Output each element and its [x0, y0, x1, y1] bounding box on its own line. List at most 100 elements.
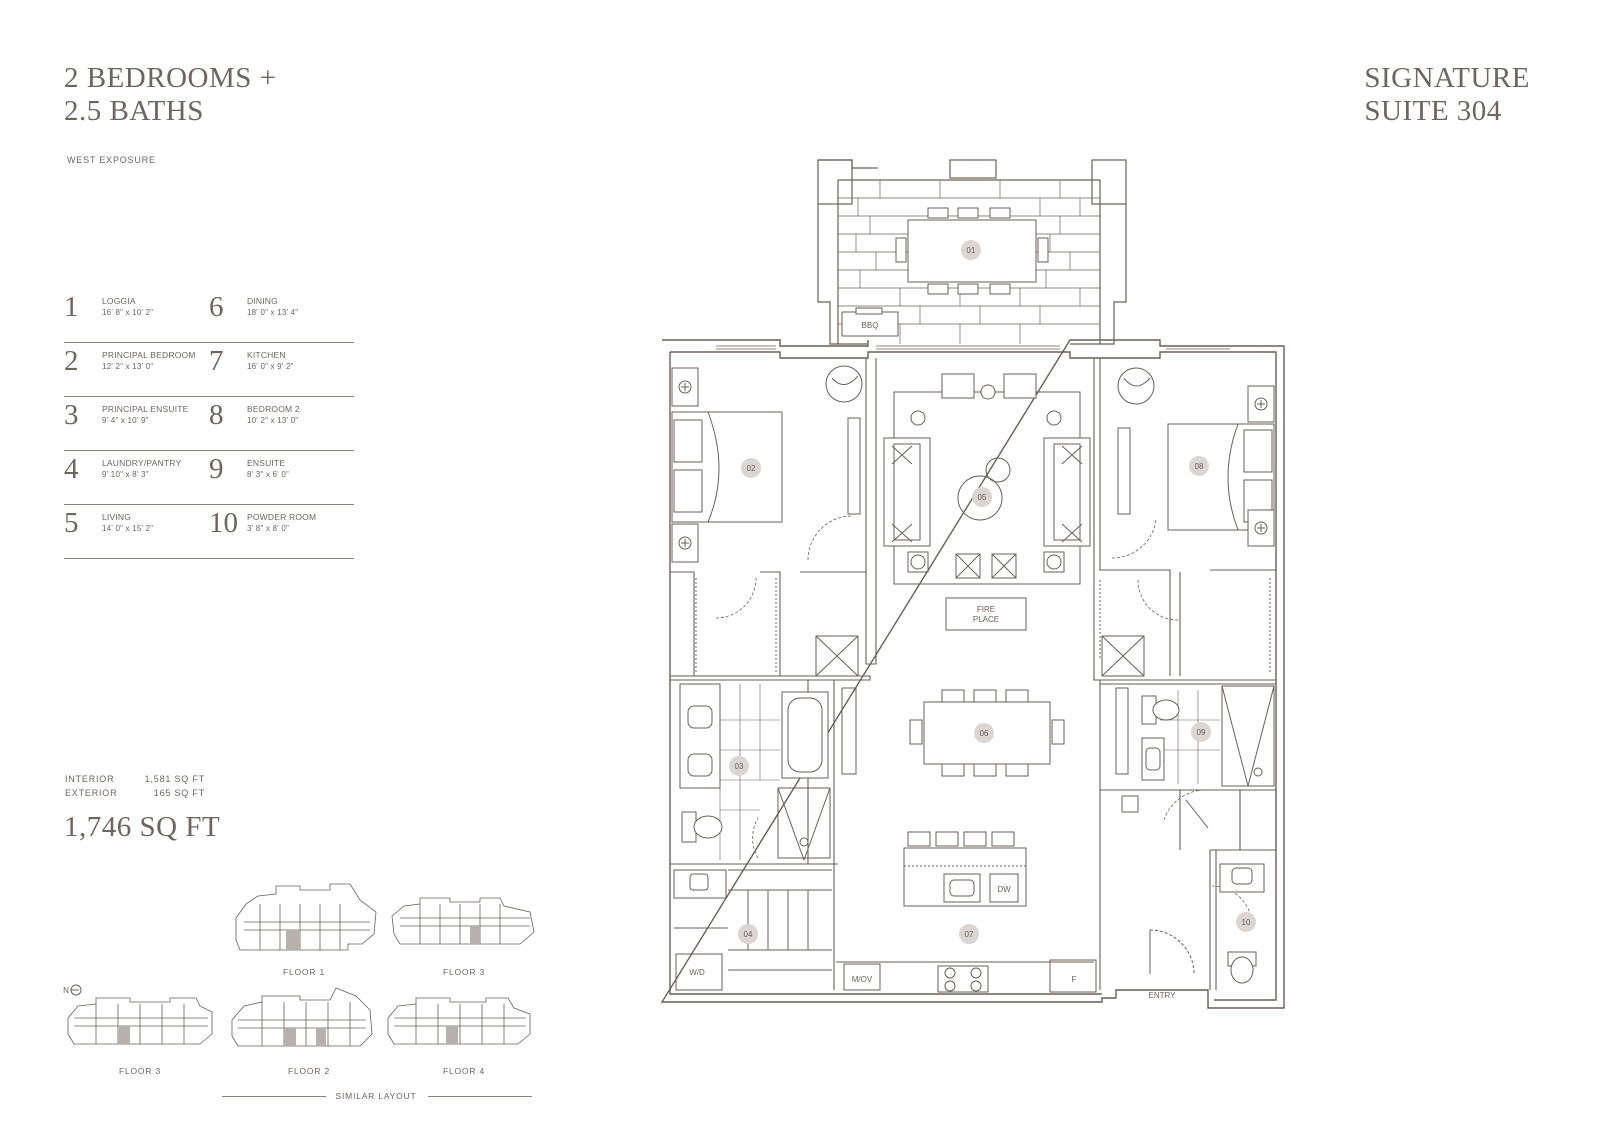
bbq-grill	[841, 307, 899, 337]
room-dimensions: 16' 0" x 9' 2"	[247, 362, 294, 371]
dresser-bedroom-2	[1117, 427, 1131, 515]
living-sofa-left	[883, 437, 931, 547]
key-plan-floor-4	[387, 997, 531, 1045]
windows	[716, 345, 1230, 350]
room-marker-08	[1189, 456, 1209, 476]
dining-table	[909, 689, 1065, 777]
room-number: 4	[64, 453, 79, 485]
principal-shower	[777, 787, 831, 861]
dishwasher-label: DW	[997, 885, 1011, 894]
similar-layout-rule-right	[428, 1096, 532, 1097]
room-name: KITCHEN	[247, 350, 286, 360]
laundry-pantry	[673, 869, 832, 991]
room-number: 9	[209, 453, 224, 485]
exterior-label: EXTERIOR	[65, 788, 118, 798]
room-label-08: 08	[1195, 462, 1204, 471]
room-name: PRINCIPAL BEDROOM	[102, 350, 196, 360]
legend-item-bedroom-2: 8 BEDROOM 2 10' 2" x 13' 0"	[209, 397, 354, 450]
room-number: 1	[64, 291, 79, 323]
total-area: 1,746 SQ FT	[64, 811, 221, 843]
unit-type-line1: 2 BEDROOMS +	[64, 62, 277, 94]
closet-principal	[815, 635, 859, 677]
entry-door	[1149, 929, 1195, 975]
ensuite-2-vanity	[1141, 737, 1165, 781]
key-plan-floor-2	[231, 987, 373, 1047]
room-marker-07	[959, 924, 979, 944]
armchair-principal	[825, 365, 863, 403]
kitchen-counter	[836, 959, 1097, 993]
key-plan-floor-4-label: FLOOR 4	[443, 1066, 485, 1076]
key-plan-floor-3-bottom-label: FLOOR 3	[119, 1066, 161, 1076]
room-name: PRINCIPAL ENSUITE	[102, 404, 189, 414]
fireplace-label-line2: PLACE	[973, 615, 999, 624]
suite-line2: SUITE 304	[1364, 95, 1502, 127]
art-niches	[841, 687, 1129, 775]
room-number: 6	[209, 291, 224, 323]
room-label-05: 05	[978, 493, 987, 502]
room-marker-02	[741, 458, 761, 478]
room-name: DINING	[247, 296, 278, 306]
washer-dryer-label: W/D	[689, 968, 705, 977]
similar-layout-label: SIMILAR LAYOUT	[335, 1091, 417, 1101]
exterior-walls	[660, 339, 1285, 1009]
room-name: LAUNDRY/PANTRY	[102, 458, 182, 468]
room-markers	[729, 240, 1256, 944]
room-name: LOGGIA	[102, 296, 136, 306]
dresser-principal	[847, 417, 861, 515]
powder-room	[1219, 863, 1265, 984]
room-label-10: 10	[1242, 918, 1251, 927]
ensuite-2-shower	[1221, 685, 1275, 787]
coffee-table	[957, 457, 1011, 521]
fridge-label: F	[1072, 975, 1077, 984]
room-marker-09	[1191, 722, 1211, 742]
nightstands-bedroom-2	[1247, 385, 1275, 547]
room-dimensions: 3' 8" x 8' 0"	[247, 524, 290, 533]
nightstands-principal	[671, 367, 699, 563]
suite-line1: SIGNATURE	[1364, 62, 1530, 94]
interior-label: INTERIOR	[65, 774, 115, 784]
room-number: 8	[209, 399, 224, 431]
similar-layout-rule-left	[222, 1096, 326, 1097]
entry-closet	[1121, 795, 1209, 829]
unit-type-line2: 2.5 BATHS	[64, 95, 204, 127]
room-name: ENSUITE	[247, 458, 286, 468]
room-marker-05	[972, 487, 992, 507]
kitchen-island	[903, 831, 1027, 907]
room-number: 7	[209, 345, 224, 377]
principal-bathtub	[781, 691, 829, 779]
key-plan-floor-1-label: FLOOR 1	[283, 967, 325, 977]
room-name: BEDROOM 2	[247, 404, 300, 414]
room-marker-06	[974, 723, 994, 743]
room-name: LIVING	[102, 512, 132, 522]
room-marker-03	[729, 756, 749, 776]
ensuite-2-toilet	[1141, 695, 1180, 725]
room-dimensions: 10' 2" x 13' 0"	[247, 416, 299, 425]
exterior-value: 165 SQ FT	[153, 788, 205, 798]
room-marker-04	[738, 924, 758, 944]
fireplace-label-line1: FIRE	[977, 605, 995, 614]
ottomans	[955, 553, 1017, 579]
north-arrow-icon	[70, 984, 82, 996]
room-marker-10	[1236, 912, 1256, 932]
living-armchairs	[941, 373, 1037, 400]
key-plan-floor-3-top	[391, 897, 535, 945]
principal-ensuite-tiles	[719, 684, 780, 860]
exposure-label: WEST EXPOSURE	[67, 155, 156, 165]
living-side-tables	[907, 410, 1065, 573]
room-dimensions: 14' 0" x 15' 2"	[102, 524, 154, 533]
room-label-04: 04	[744, 930, 753, 939]
room-label-02: 02	[747, 464, 756, 473]
